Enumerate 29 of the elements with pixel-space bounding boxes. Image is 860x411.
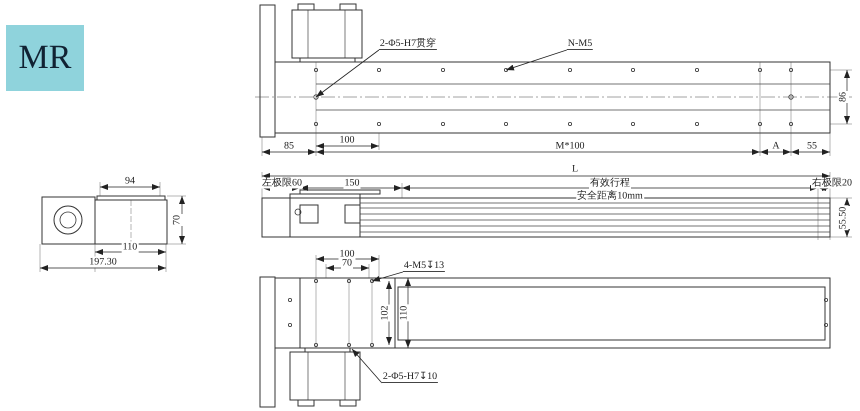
leader-line: [372, 272, 404, 282]
model-label: MR: [6, 25, 84, 91]
callout-text: 2-Φ5-H7↧10: [382, 371, 438, 383]
callout-text: 4-M5↧13: [402, 260, 446, 272]
dimension-label: 70: [341, 258, 353, 268]
dimension-label: 150: [344, 178, 360, 188]
dimension-label: 94: [124, 176, 136, 186]
dimension-label: 左极限60: [261, 178, 303, 188]
callout-text: 2-Φ5-H7贯穿: [378, 38, 438, 50]
dimension-label: 102: [380, 304, 390, 322]
dimension-label: 110: [398, 304, 410, 322]
dimension-label: 110: [122, 242, 138, 252]
dimension-label: 安全距离10mm: [576, 190, 644, 202]
dimension-label: L: [570, 164, 580, 174]
callout-text: N-M5: [566, 38, 594, 50]
dimension-label: 55.50: [838, 206, 848, 230]
dimension-label: M*100: [554, 140, 586, 152]
leader-line: [506, 50, 568, 70]
dimension-label: 197.30: [88, 256, 118, 268]
dimension-label: 右极限20: [811, 178, 853, 188]
dimension-label: 100: [338, 134, 356, 146]
dimension-label: 70: [172, 214, 182, 226]
leader-line: [352, 348, 382, 384]
dimension-label: A: [771, 140, 781, 152]
leader-line: [316, 50, 380, 98]
dimension-label: 86: [838, 91, 848, 103]
dimension-label: 55: [806, 140, 818, 152]
dimension-label: 有效行程: [589, 178, 631, 188]
dimension-label: 85: [283, 140, 295, 152]
